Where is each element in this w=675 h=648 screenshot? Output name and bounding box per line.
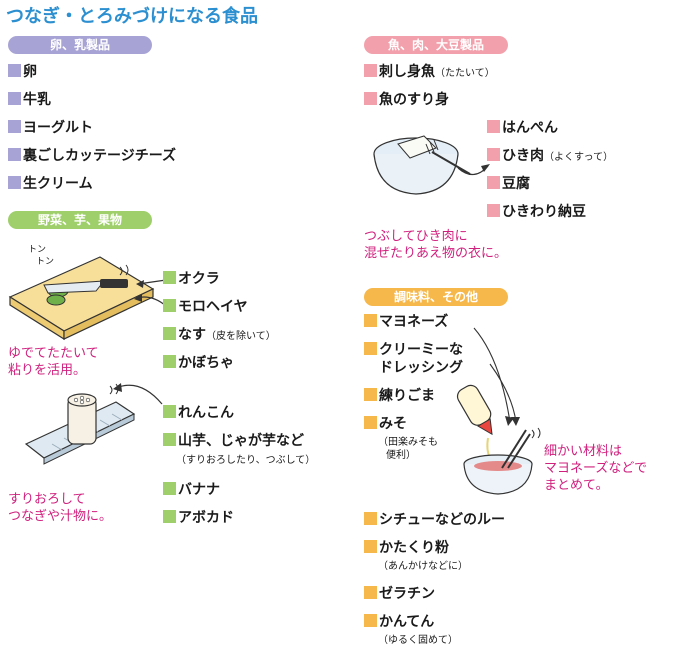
tonton-label: トン [36,257,55,267]
bullet-square-icon [163,271,176,284]
fish-heading: 魚、肉、大豆製品 [364,36,508,54]
fish-item: 豆腐 [487,175,530,193]
page-title: つなぎ・とろみづけになる食品 [6,6,258,27]
veg-item: オクラ [163,270,220,288]
seasoning-item: マヨネーズ [364,313,448,331]
bullet-square-icon [8,176,21,189]
bullet-square-icon [8,120,21,133]
bullet-square-icon [364,416,377,429]
bullet-square-icon [364,540,377,553]
bullet-square-icon [163,405,176,418]
seasoning-item-line2: ドレッシング [379,360,463,376]
miso-sub: （田楽みそも便利） [378,437,438,461]
veg-item: かぼちゃ [163,354,234,372]
seasoning-item: 練りごま [364,387,435,405]
bullet-square-icon [8,148,21,161]
fish-item: 刺し身魚（たたいて） [364,63,495,83]
egg-item: 生クリーム [8,175,93,193]
tofu-bowl-illustration [373,135,490,195]
seasoning-item: みそ [364,415,407,433]
fish-item: はんぺん [487,119,558,137]
kanten-sub: （ゆるく固めて） [378,635,458,646]
bullet-square-icon [163,355,176,368]
veg-note-2: すりおろしてつなぎや汁物に。 [8,492,113,524]
veg-item: アボカド [163,509,234,527]
bullet-square-icon [8,64,21,77]
veg-item: なす（皮を除いて） [163,326,276,346]
seasoning-item: クリーミーな [364,341,463,359]
bullet-square-icon [487,120,500,133]
bullet-square-icon [364,64,377,77]
bullet-square-icon [364,512,377,525]
bullet-square-icon [163,327,176,340]
bullet-square-icon [8,92,21,105]
seasoning-note: 細かい材料はマヨネーズなどでまとめて。 [544,444,648,493]
egg-item: ヨーグルト [8,119,93,137]
veg-heading: 野菜、芋、果物 [8,211,152,229]
seasoning-item: かんてん [364,613,434,631]
veg-item: モロヘイヤ [163,298,248,316]
katakuri-sub: （あんかけなどに） [378,561,468,572]
veg-item: 山芋、じゃが芋など [163,432,304,450]
bullet-square-icon [487,176,500,189]
fish-item: ひきわり納豆 [487,203,586,221]
egg-heading: 卵、乳製品 [8,36,152,54]
bullet-square-icon [364,314,377,327]
seasoning-heading: 調味料、その他 [364,288,508,306]
bullet-square-icon [487,204,500,217]
seasoning-item: シチューなどのルー [364,511,505,529]
veg-yam-sub: （すりおろしたり、つぶして） [176,455,316,466]
egg-item: 卵 [8,63,37,81]
veg-note-1: ゆでてたたいて粘りを活用。 [8,346,99,378]
bullet-square-icon [364,388,377,401]
arrow-icon [113,383,163,405]
bullet-square-icon [487,148,500,161]
seasoning-item: かたくり粉 [364,539,449,557]
bullet-square-icon [163,299,176,312]
cutting-board-illustration [8,256,155,341]
fish-item: 魚のすり身 [364,91,449,109]
grater-illustration [24,383,136,465]
seasoning-item: ゼラチン [364,585,435,603]
bullet-square-icon [364,342,377,355]
bullet-square-icon [163,433,176,446]
fish-note: つぶしてひき肉に混ぜたりあえ物の衣に。 [364,229,508,261]
bullet-square-icon [364,92,377,105]
bullet-square-icon [163,482,176,495]
mayonnaise-bowl-illustration [456,327,541,495]
tonton-label: トン [28,245,47,255]
veg-item: バナナ [163,481,220,499]
fish-item: ひき肉（よくすって） [487,147,613,167]
egg-item: 牛乳 [8,91,51,109]
egg-item: 裏ごしカッテージチーズ [8,147,176,165]
veg-item: れんこん [163,404,234,422]
bullet-square-icon [163,510,176,523]
bullet-square-icon [364,586,377,599]
bullet-square-icon [364,614,377,627]
